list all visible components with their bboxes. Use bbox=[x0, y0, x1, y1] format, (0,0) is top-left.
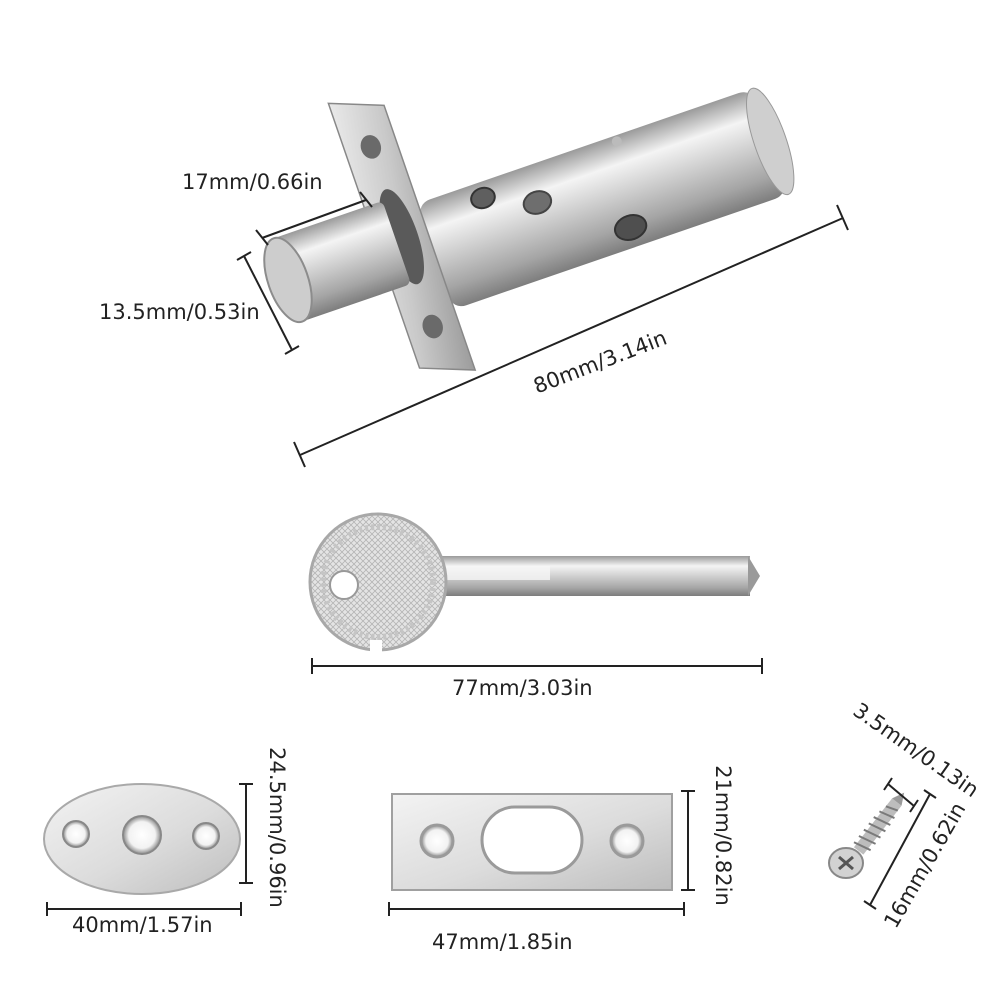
tube-hole-icon bbox=[614, 214, 648, 242]
plate-hole-icon bbox=[419, 823, 455, 859]
screw-dimension-lines bbox=[863, 777, 937, 910]
mortise-bolt bbox=[263, 87, 795, 371]
oval-plate-height-label: 24.5mm/0.96in bbox=[264, 747, 289, 908]
plate-hole-icon bbox=[192, 822, 220, 850]
strike-opening bbox=[480, 805, 584, 875]
bolt-pin-end bbox=[263, 236, 313, 324]
key bbox=[308, 512, 760, 652]
phillips-cross-icon bbox=[838, 855, 854, 871]
bolt-diameter-label: 17mm/0.66in bbox=[182, 170, 323, 194]
bolt-dimension-lines bbox=[236, 191, 849, 468]
strike-plate bbox=[391, 793, 673, 891]
plate-hole-icon bbox=[122, 815, 162, 855]
strike-plate-height-label: 21mm/0.82in bbox=[710, 765, 735, 906]
plate-hole-icon bbox=[609, 823, 645, 859]
oval-plate-width-label: 40mm/1.57in bbox=[72, 913, 213, 937]
oval-plate-dimension-lines bbox=[46, 783, 253, 916]
tube-hole-icon bbox=[470, 186, 496, 210]
strike-plate-width-label: 47mm/1.85in bbox=[432, 930, 573, 954]
plate-hole-icon bbox=[62, 820, 90, 848]
key-length-label: 77mm/3.03in bbox=[452, 676, 593, 700]
tube-hole-icon bbox=[522, 190, 553, 215]
strike-plate-dimension-lines bbox=[388, 790, 695, 916]
bolt-tube bbox=[420, 92, 785, 307]
screw bbox=[828, 792, 905, 879]
oval-plate bbox=[43, 783, 241, 895]
key-ring-hole-icon bbox=[329, 570, 359, 600]
bolt-end-diameter-label: 13.5mm/0.53in bbox=[99, 300, 260, 324]
key-dimension-line bbox=[311, 658, 763, 674]
